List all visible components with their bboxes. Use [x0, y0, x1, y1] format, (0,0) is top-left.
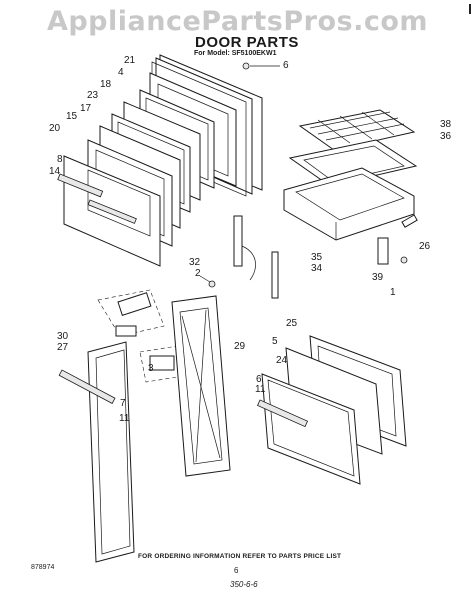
corner-mark: [469, 4, 471, 14]
callout-38: 38: [440, 119, 452, 130]
drawer-handle-6: [257, 399, 309, 428]
callout-30: 30: [57, 331, 69, 342]
callout-2: 2: [195, 268, 201, 279]
callout-8: 8: [57, 154, 63, 165]
hinge-pin-2: [208, 280, 216, 288]
document-number: 878974: [31, 564, 55, 571]
callout-34: 34: [311, 263, 323, 274]
hinge-arm: [241, 245, 256, 281]
frame-brace-b: [195, 309, 207, 463]
callout-29: 29: [234, 341, 246, 352]
callout-24: 24: [276, 355, 288, 366]
callout-18: 18: [100, 79, 112, 90]
latch-26: [401, 214, 418, 228]
callout-1: 1: [390, 287, 396, 298]
latch-bracket-3: [149, 355, 175, 371]
hinge-32: [233, 215, 243, 267]
callout-14: 14: [49, 166, 61, 177]
hinge-bracket-30: [117, 292, 152, 316]
callout-4: 4: [118, 67, 124, 78]
callout-21: 21: [124, 55, 136, 66]
handwritten-note: 350-6-6: [230, 580, 258, 589]
callout-15: 15: [66, 111, 78, 122]
callout-11a: 11: [119, 413, 130, 424]
door-frame-29-inner: [179, 307, 223, 465]
callout-6: 6: [283, 60, 289, 71]
callout-35: 35: [311, 252, 323, 263]
drawer-front-24-face: [267, 379, 355, 477]
callout-7: 7: [120, 398, 126, 409]
hinge-bracket-outline: [97, 289, 165, 337]
callout-25: 25: [286, 318, 298, 329]
ordering-note: FOR ORDERING INFORMATION REFER TO PARTS …: [138, 553, 342, 560]
lower-door-27-face: [95, 349, 131, 555]
callout-39: 39: [372, 272, 384, 283]
door-handle-14: [57, 173, 104, 198]
broiler-pan-36: [288, 139, 418, 187]
screw-1: [400, 256, 408, 264]
callout-27: 27: [57, 342, 69, 353]
drawer-front-24: [261, 373, 361, 485]
callout-36: 36: [440, 131, 452, 142]
callout-26: 26: [419, 241, 431, 252]
hinge-bracket-30b: [115, 325, 137, 337]
model-label: For Model: SF5100EKW1: [194, 50, 277, 57]
screw-6: [242, 62, 250, 70]
hinge-34: [271, 251, 279, 299]
broiler-rack-grid: [309, 111, 405, 144]
diagram-title: DOOR PARTS: [195, 34, 299, 51]
callout-23: 23: [87, 90, 99, 101]
page-number: 6: [234, 566, 239, 575]
bracket-39: [377, 237, 389, 265]
broiler-rack-38: [298, 109, 416, 151]
broiler-drawer-35: [283, 167, 415, 241]
callout-32: 32: [189, 257, 201, 268]
callout-6b: 6: [256, 374, 262, 385]
callout-17: 17: [80, 103, 92, 114]
callout-20: 20: [49, 123, 61, 134]
door-handle-bar: [87, 199, 137, 224]
watermark: AppliancePartsPros.com: [46, 6, 429, 37]
callout-11b: 11: [255, 384, 266, 395]
callout-3: 3: [148, 363, 154, 374]
broiler-pan-36-inner: [303, 145, 405, 183]
lower-handle-7: [58, 369, 116, 405]
broiler-drawer-35-top: [295, 173, 405, 221]
callout-5: 5: [272, 336, 278, 347]
front-door-window: [87, 169, 151, 237]
